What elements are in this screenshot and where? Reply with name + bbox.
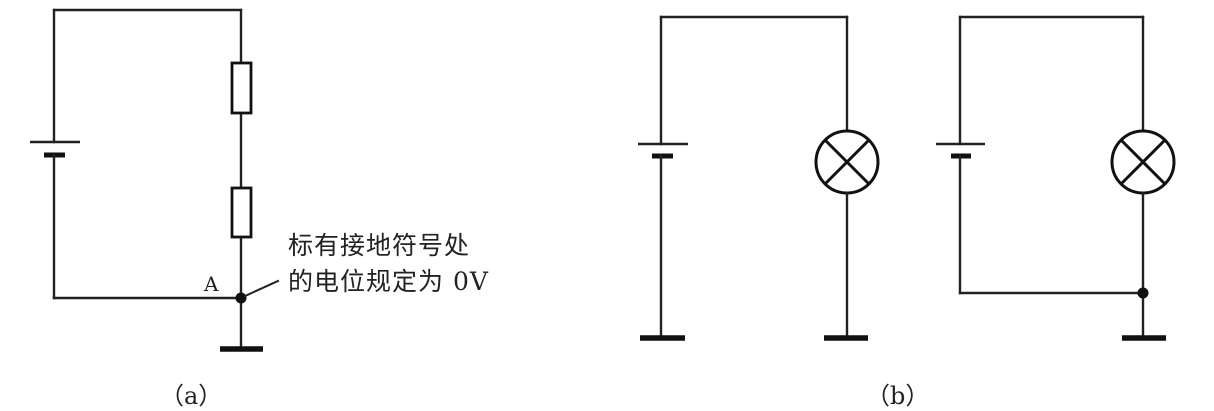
lamp-icon (1110, 129, 1176, 195)
lamp-icon (814, 129, 880, 195)
caption-b: （b） (866, 382, 929, 410)
junction-a-dot (235, 292, 247, 304)
junction-dot (1137, 287, 1149, 299)
battery-icon (638, 142, 688, 159)
circuit-b-right (936, 15, 1176, 341)
circuit-b-left (638, 15, 880, 341)
battery-icon (936, 142, 985, 159)
caption-a: （a） (160, 382, 222, 410)
node-label-a: A (203, 272, 219, 296)
resistor-1-icon (230, 61, 253, 115)
annotation-line-2: 的电位规定为 0V (288, 267, 489, 296)
circuit-a: A 标有接地符号处 的电位规定为 0V （a） (30, 8, 489, 410)
battery-icon (30, 140, 80, 158)
annotation-leader-line (243, 279, 280, 298)
resistor-2-icon (230, 186, 253, 239)
annotation-line-1: 标有接地符号处 (288, 231, 470, 260)
